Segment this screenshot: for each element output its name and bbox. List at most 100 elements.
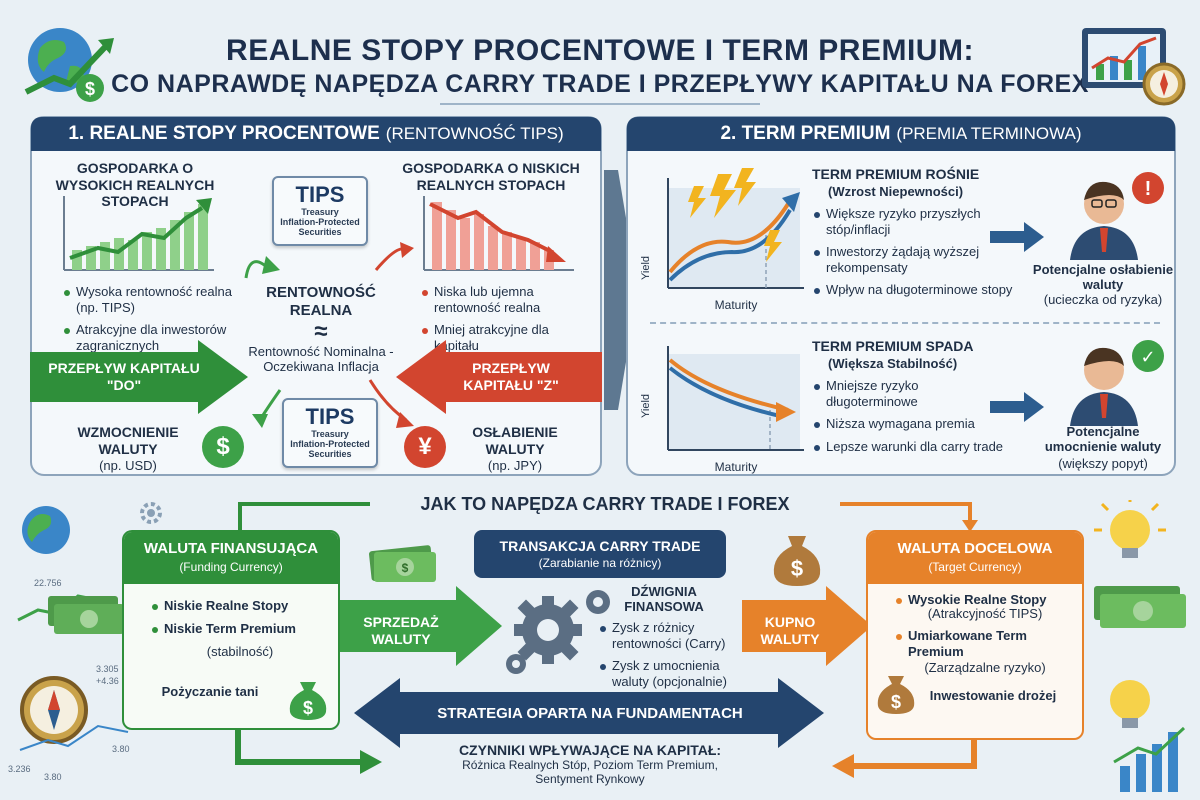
term-premium-heading: 2. TERM PREMIUM (PREMIA TERMINOWA) <box>627 117 1175 151</box>
real-yield-formula: Rentowność Nominalna - Oczekiwana Inflac… <box>248 344 394 375</box>
capital-inflow-arrow <box>30 340 248 414</box>
tips-line2: Inflation-Protected <box>280 216 360 227</box>
carry-trade-subtitle: (Zarabianie na różnicy) <box>538 556 662 570</box>
low-rates-title: GOSPODARKA O NISKICH REALNYCH STOPACH <box>402 160 580 193</box>
funding-flow-arrow <box>235 728 382 774</box>
low-rates-bullets: Niska lub ujemna rentowność realna Mniej… <box>420 284 590 360</box>
page-title: REALNE STOPY PROCENTOWE I TERM PREMIUM: <box>226 34 974 67</box>
tp-falling-subtitle: (Większa Stabilność) <box>828 356 958 371</box>
tips-line2: Inflation-Protected <box>290 438 370 449</box>
y-axis-label-bottom: Yield <box>640 393 652 418</box>
factors-line1: Różnica Realnych Stóp, Poziom Term Premi… <box>462 758 718 772</box>
flow-curve-arrows <box>244 242 414 428</box>
real-yield-label: RENTOWNOŚĆ REALNA <box>266 284 376 319</box>
tips-label: TIPS <box>295 182 345 207</box>
target-note-2: (Zarządzalne ryzyko) <box>924 660 1046 675</box>
rising-yield-curve-chart <box>667 168 804 289</box>
list-item: Zysk z różnicy rentowności (Carry) <box>598 620 736 651</box>
target-bullets: Wysokie Realne Stopy <box>894 592 1074 608</box>
title-divider <box>440 103 760 105</box>
check-badge: ✓ <box>1140 347 1155 367</box>
tp-rising-subtitle: (Wzrost Niepewności) <box>828 184 964 199</box>
tp-rising-result: Potencjalne osłabienie waluty <box>1032 262 1174 293</box>
funding-subtitle: (Funding Currency) <box>179 560 283 574</box>
money-bag-icon: $ <box>773 536 821 586</box>
target-note-1: (Atrakcyjność TIPS) <box>927 606 1043 621</box>
list-item: Niskie Term Premium <box>150 621 330 637</box>
real-rates-heading: 1. REALNE STOPY PROCENTOWE (RENTOWNOŚĆ T… <box>31 117 601 151</box>
falling-bars-chart-icon <box>423 196 574 271</box>
target-currency-box: WALUTA DOCELOWA (Target Currency) <box>866 530 1084 740</box>
list-item: Niższa wymagana premia <box>812 416 1012 432</box>
money-bag-icon: $ <box>877 676 915 714</box>
factors-line2: Sentyment Rynkowy <box>535 772 645 786</box>
leverage-label: DŹWIGNIA FINANSOWA <box>624 584 704 615</box>
target-subtitle: (Target Currency) <box>928 560 1022 574</box>
page-subtitle: CO NAPRAWDĘ NAPĘDZA CARRY TRADE I PRZEPŁ… <box>111 70 1089 98</box>
dollar-coin-icon: $ <box>202 426 244 468</box>
arrow-right-icon <box>990 222 1044 252</box>
carry-trade-bullets: Zysk z różnicy rentowności (Carry) Zysk … <box>598 620 736 696</box>
carry-trade-heading: JAK TO NAPĘDZA CARRY TRADE I FOREX <box>420 494 790 514</box>
tips-line3: Securities <box>308 448 352 459</box>
term-premium-heading-text: 2. TERM PREMIUM <box>720 123 891 144</box>
tips-label: TIPS <box>305 404 355 429</box>
left-decoration-icons <box>17 506 129 751</box>
funding-currency-head: WALUTA FINANSUJĄCA (Funding Currency) <box>124 532 338 584</box>
sell-currency-arrow <box>340 586 502 666</box>
weaken-title: OSŁABIENIE WALUTY <box>472 424 558 457</box>
tp-rising-result-sub: (ucieczka od ryzyka) <box>1043 292 1163 307</box>
high-rates-bullets: Wysoka rentowność realna (np. TIPS) Atra… <box>62 284 242 360</box>
tips-line1: Treasury <box>311 429 349 439</box>
list-item: Wpływ na długoterminowe stopy <box>812 282 1022 298</box>
y-axis-label-top: Yield <box>640 255 652 280</box>
right-decoration-icons <box>1094 500 1186 792</box>
strategy-double-arrow <box>354 678 824 748</box>
strengthen-example: (np. USD) <box>99 458 157 473</box>
target-flow-arrow <box>832 738 977 778</box>
list-item: Niska lub ujemna rentowność realna <box>420 284 590 315</box>
tips-card-top: TIPS Treasury Inflation-Protected Securi… <box>272 176 368 246</box>
target-footer: Inwestowanie drożej <box>929 688 1057 703</box>
deco-number-5: 3.236 <box>8 764 31 774</box>
tp-falling-bullets: Mniejsze ryzyko długoterminowe Niższa wy… <box>812 378 1012 461</box>
rising-bars-chart-icon <box>63 196 214 271</box>
real-rates-heading-text: 1. REALNE STOPY PROCENTOWE <box>68 123 380 144</box>
deco-number-3: +4.36 <box>96 676 119 686</box>
dollar-symbol: $ <box>216 433 230 460</box>
svg-text:$: $ <box>891 692 901 712</box>
small-gear-icon <box>140 502 162 524</box>
tp-falling-result-sub: (większy popyt) <box>1058 456 1148 471</box>
tips-line1: Treasury <box>301 207 339 217</box>
buy-currency-arrow <box>742 586 872 666</box>
deco-number-2: 3.305 <box>96 664 119 674</box>
list-item: Atrakcyjne dla inwestorów zagranicznych <box>62 322 242 353</box>
real-rates-heading-sub: (RENTOWNOŚĆ TIPS) <box>385 124 564 143</box>
approx-symbol: ≈ <box>314 318 328 345</box>
term-premium-divider <box>650 322 1160 324</box>
funding-note: (stabilność) <box>206 644 274 659</box>
list-item: Mniejsze ryzyko długoterminowe <box>812 378 1012 409</box>
carry-trade-top-connector <box>238 502 978 532</box>
target-title: WALUTA DOCELOWA <box>897 540 1053 557</box>
svg-text:$: $ <box>402 561 409 575</box>
list-item: Lepsze warunki dla carry trade <box>812 439 1012 455</box>
yen-coin-icon: ¥ <box>404 426 446 468</box>
x-axis-label-top: Maturity <box>714 298 758 312</box>
warning-badge: ! <box>1145 178 1152 200</box>
term-premium-heading-sub: (PREMIA TERMINOWA) <box>896 124 1082 143</box>
strengthen-title: WZMOCNIENIE WALUTY <box>77 424 179 457</box>
section-connector-arrow <box>604 170 638 410</box>
tp-rising-title: TERM PREMIUM ROŚNIE <box>812 166 980 182</box>
list-item: Inwestorzy żądają wyższej rekompensaty <box>812 244 1022 275</box>
strategy-label: STRATEGIA OPARTA NA FUNDAMENTACH <box>437 705 743 722</box>
worried-investor-icon: ! <box>1070 172 1164 260</box>
money-bag-icon: $ <box>289 682 327 720</box>
deco-number-1: 22.756 <box>34 578 62 588</box>
sell-currency-label: SPRZEDAŻ WALUTY <box>363 614 439 647</box>
gears-icon <box>506 590 610 674</box>
capital-inflow-label: PRZEPŁYW KAPITAŁU "DO" <box>48 360 200 393</box>
x-axis-label-bottom: Maturity <box>714 460 758 474</box>
tp-falling-title: TERM PREMIUM SPADA <box>812 338 974 354</box>
tips-card-bottom: TIPS Treasury Inflation-Protected Securi… <box>282 398 378 468</box>
